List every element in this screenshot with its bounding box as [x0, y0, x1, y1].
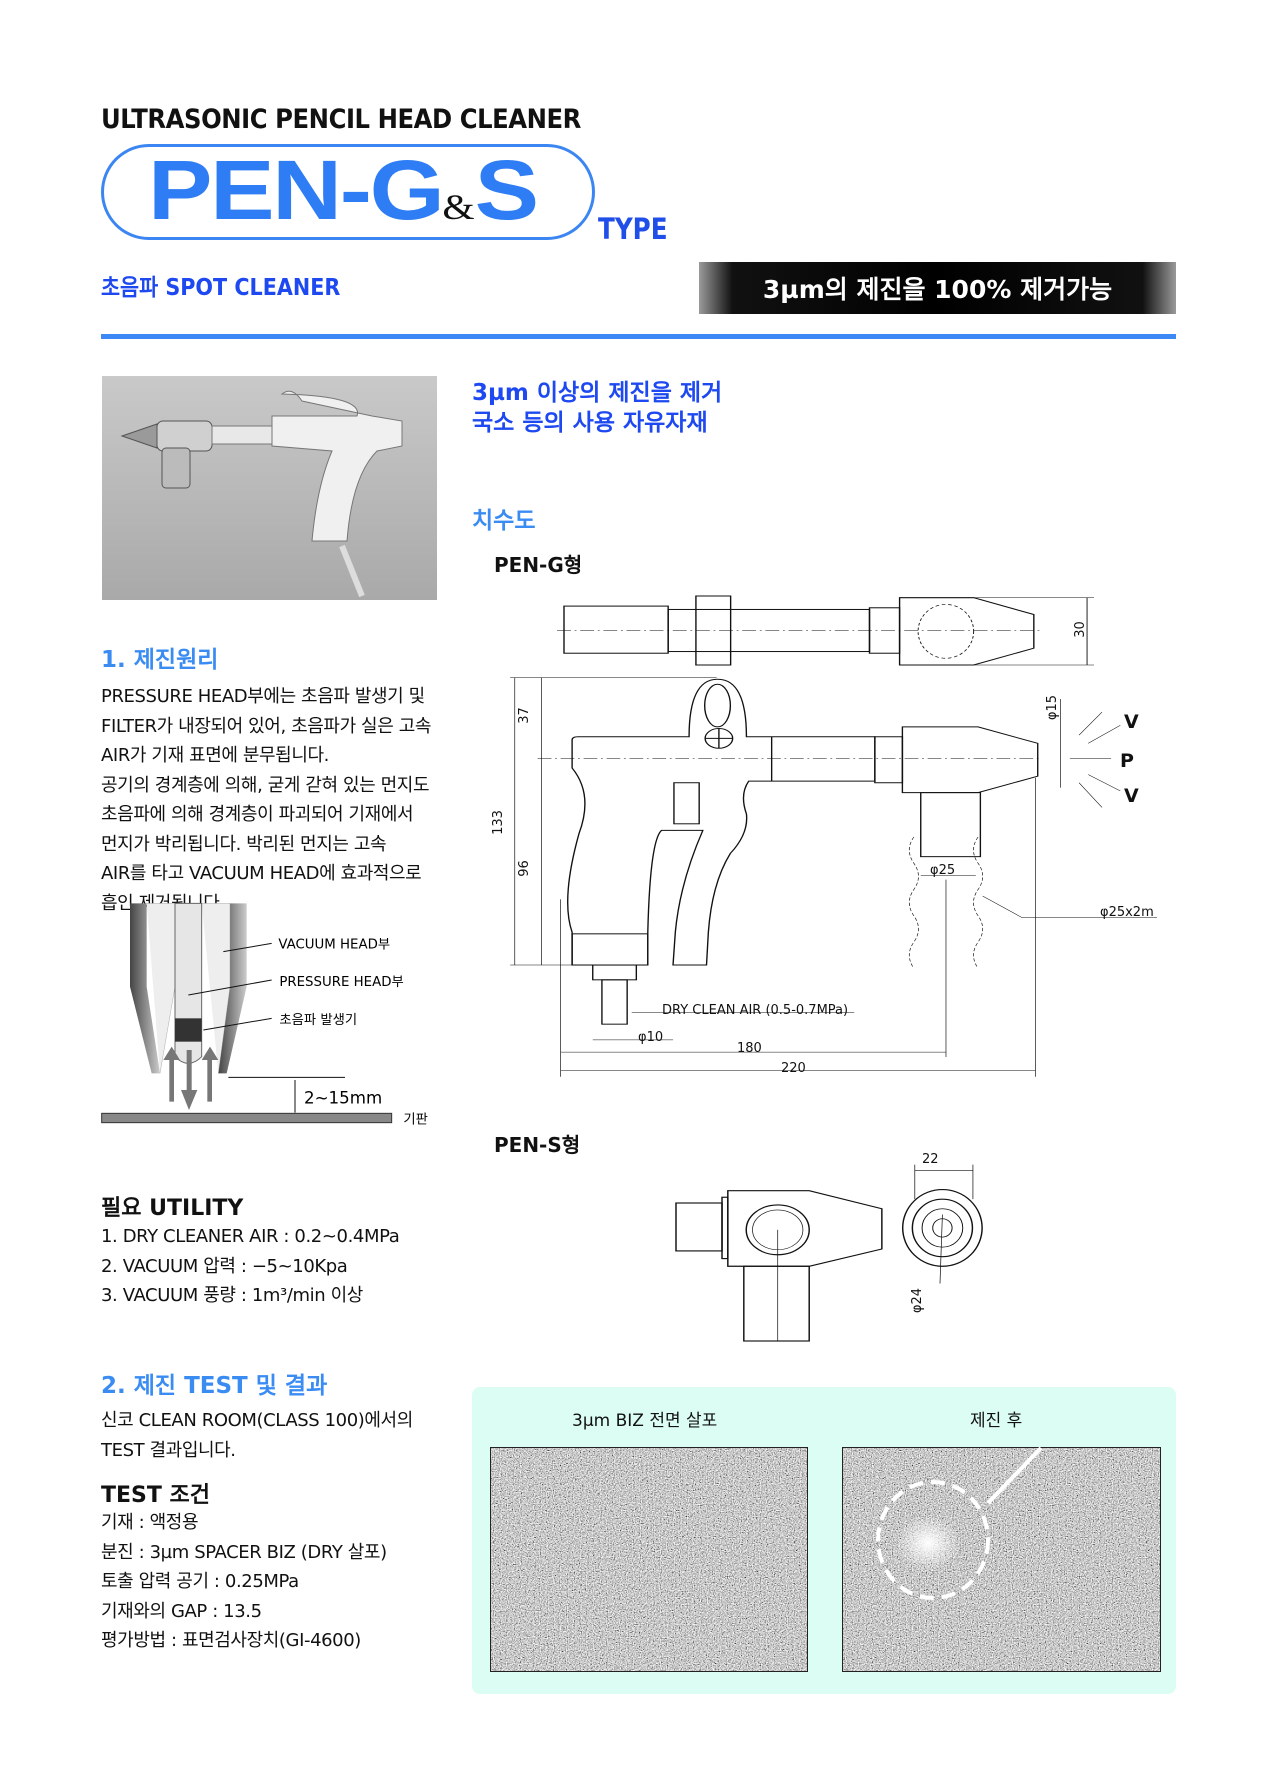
logo-ampersand: &: [442, 187, 475, 227]
gap-label: 2~15mm: [304, 1088, 382, 1107]
principle-line: 초음파에 의해 경계층이 파괴되어 기재에서: [101, 804, 414, 825]
after-caption: 제진 후: [970, 1411, 1023, 1431]
utility-title: 필요 UTILITY: [101, 1196, 244, 1221]
test-condition: 토출 압력 공기 : 0.25MPa: [101, 1571, 299, 1592]
principle-line: AIR를 타고 VACUUM HEAD에 효과적으로: [101, 863, 422, 884]
test-condition: 기재 : 액정용: [101, 1512, 199, 1533]
before-caption: 3µm BIZ 전면 살포: [572, 1411, 718, 1431]
principle-title: 1. 제진원리: [101, 647, 219, 673]
subtitle: 초음파 SPOT CLEANER: [101, 275, 341, 301]
vacuum-head-label: VACUUM HEAD부: [278, 937, 390, 952]
product-line-title: ULTRASONIC PENCIL HEAD CLEANER: [101, 104, 581, 135]
dim-96: 96: [516, 860, 532, 877]
dim-phi10: φ10: [638, 1030, 664, 1045]
headline-banner: 3µm의 제진을 100% 제거가능: [699, 262, 1176, 314]
test-title: 2. 제진 TEST 및 결과: [101, 1373, 328, 1399]
air-gun-photo-icon: [120, 390, 403, 598]
dim-phi25: φ25: [930, 863, 956, 878]
feature-line-2: 국소 등의 사용 자유자재: [472, 410, 708, 436]
dimensions-title: 치수도: [472, 508, 536, 534]
banner-text: 3µm의 제진을 100% 제거가능: [762, 275, 1113, 304]
pen-g-side-view-drawing: [510, 677, 1157, 1077]
test-intro: 신코 CLEAN ROOM(CLASS 100)에서의 TEST 결과입니다.: [101, 1406, 413, 1465]
product-photo: [102, 376, 437, 600]
dim-220: 220: [781, 1061, 806, 1076]
test-conditions-title: TEST 조건: [101, 1483, 211, 1508]
test-condition: 분진 : 3µm SPACER BIZ (DRY 살포): [101, 1541, 387, 1563]
principle-line: PRESSURE HEAD부에는 초음파 발생기 및: [101, 686, 425, 707]
flow-vacuum-bottom: V: [1124, 785, 1139, 807]
principle-line: 먼지가 박리됩니다. 박리된 먼지는 고속: [101, 833, 387, 855]
utility-item: 2. VACUUM 압력 : −5~10Kpa: [101, 1255, 348, 1277]
dim-hose: φ25x2m: [1100, 905, 1154, 920]
principle-text: PRESSURE HEAD부에는 초음파 발생기 및 FILTER가 내장되어 …: [101, 682, 461, 918]
dim-30: 30: [1072, 621, 1088, 638]
arrow-icon: [986, 1446, 1043, 1505]
test-condition: 평가방법 : 표면검사장치(GI-4600): [101, 1630, 361, 1651]
test-intro-line: 신코 CLEAN ROOM(CLASS 100)에서의: [101, 1410, 413, 1431]
pen-s-title: PEN-S형: [494, 1133, 581, 1157]
test-conditions-list: 기재 : 액정용 분진 : 3µm SPACER BIZ (DRY 살포) 토출…: [101, 1508, 387, 1656]
header-divider: [101, 334, 1176, 339]
nozzle-principle-diagram: VACUUM HEAD부 PRESSURE HEAD부 초음파 발생기 2~15…: [101, 902, 428, 1127]
pen-g-top-view-drawing: [557, 595, 1094, 666]
test-intro-line: TEST 결과입니다.: [101, 1439, 236, 1461]
principle-line: 공기의 경계층에 의해, 굳게 갇혀 있는 먼지도: [101, 774, 430, 796]
pen-g-title: PEN-G형: [494, 553, 583, 577]
generator-label: 초음파 발생기: [279, 1012, 357, 1028]
test-condition: 기재와의 GAP : 13.5: [101, 1600, 262, 1622]
utility-item: 1. DRY CLEANER AIR : 0.2~0.4MPa: [101, 1226, 400, 1247]
dim-phi15: φ15: [1045, 694, 1061, 721]
type-label: TYPE: [598, 212, 668, 246]
product-logo: PEN-G&S: [148, 140, 539, 257]
flow-pressure: P: [1120, 750, 1134, 772]
dim-phi24: φ24: [910, 1287, 926, 1314]
principle-line: AIR가 기재 표면에 분무됩니다.: [101, 745, 329, 766]
logo-main: PEN-G: [148, 143, 445, 237]
air-supply-label: DRY CLEAN AIR (0.5-0.7MPa): [662, 1003, 849, 1018]
feature-line-1: 3µm 이상의 제진을 제거: [472, 380, 723, 406]
principle-line: FILTER가 내장되어 있어, 초음파가 실은 고속: [101, 715, 432, 737]
logo-frame: [101, 144, 595, 240]
substrate-label: 기판: [403, 1111, 428, 1127]
dim-22: 22: [922, 1152, 939, 1167]
after-cleaning-image: [842, 1446, 1161, 1672]
dim-37: 37: [516, 707, 532, 724]
flow-vacuum-top: V: [1124, 711, 1139, 733]
pressure-head-label: PRESSURE HEAD부: [279, 975, 403, 990]
dim-180: 180: [737, 1041, 762, 1056]
before-cleaning-image: [490, 1447, 808, 1672]
pen-s-drawing: [675, 1164, 983, 1342]
utility-item: 3. VACUUM 풍량 : 1m³/min 이상: [101, 1285, 363, 1306]
logo-s: S: [474, 143, 539, 237]
dim-133: 133: [490, 810, 506, 835]
utility-list: 1. DRY CLEANER AIR : 0.2~0.4MPa 2. VACUU…: [101, 1222, 400, 1311]
